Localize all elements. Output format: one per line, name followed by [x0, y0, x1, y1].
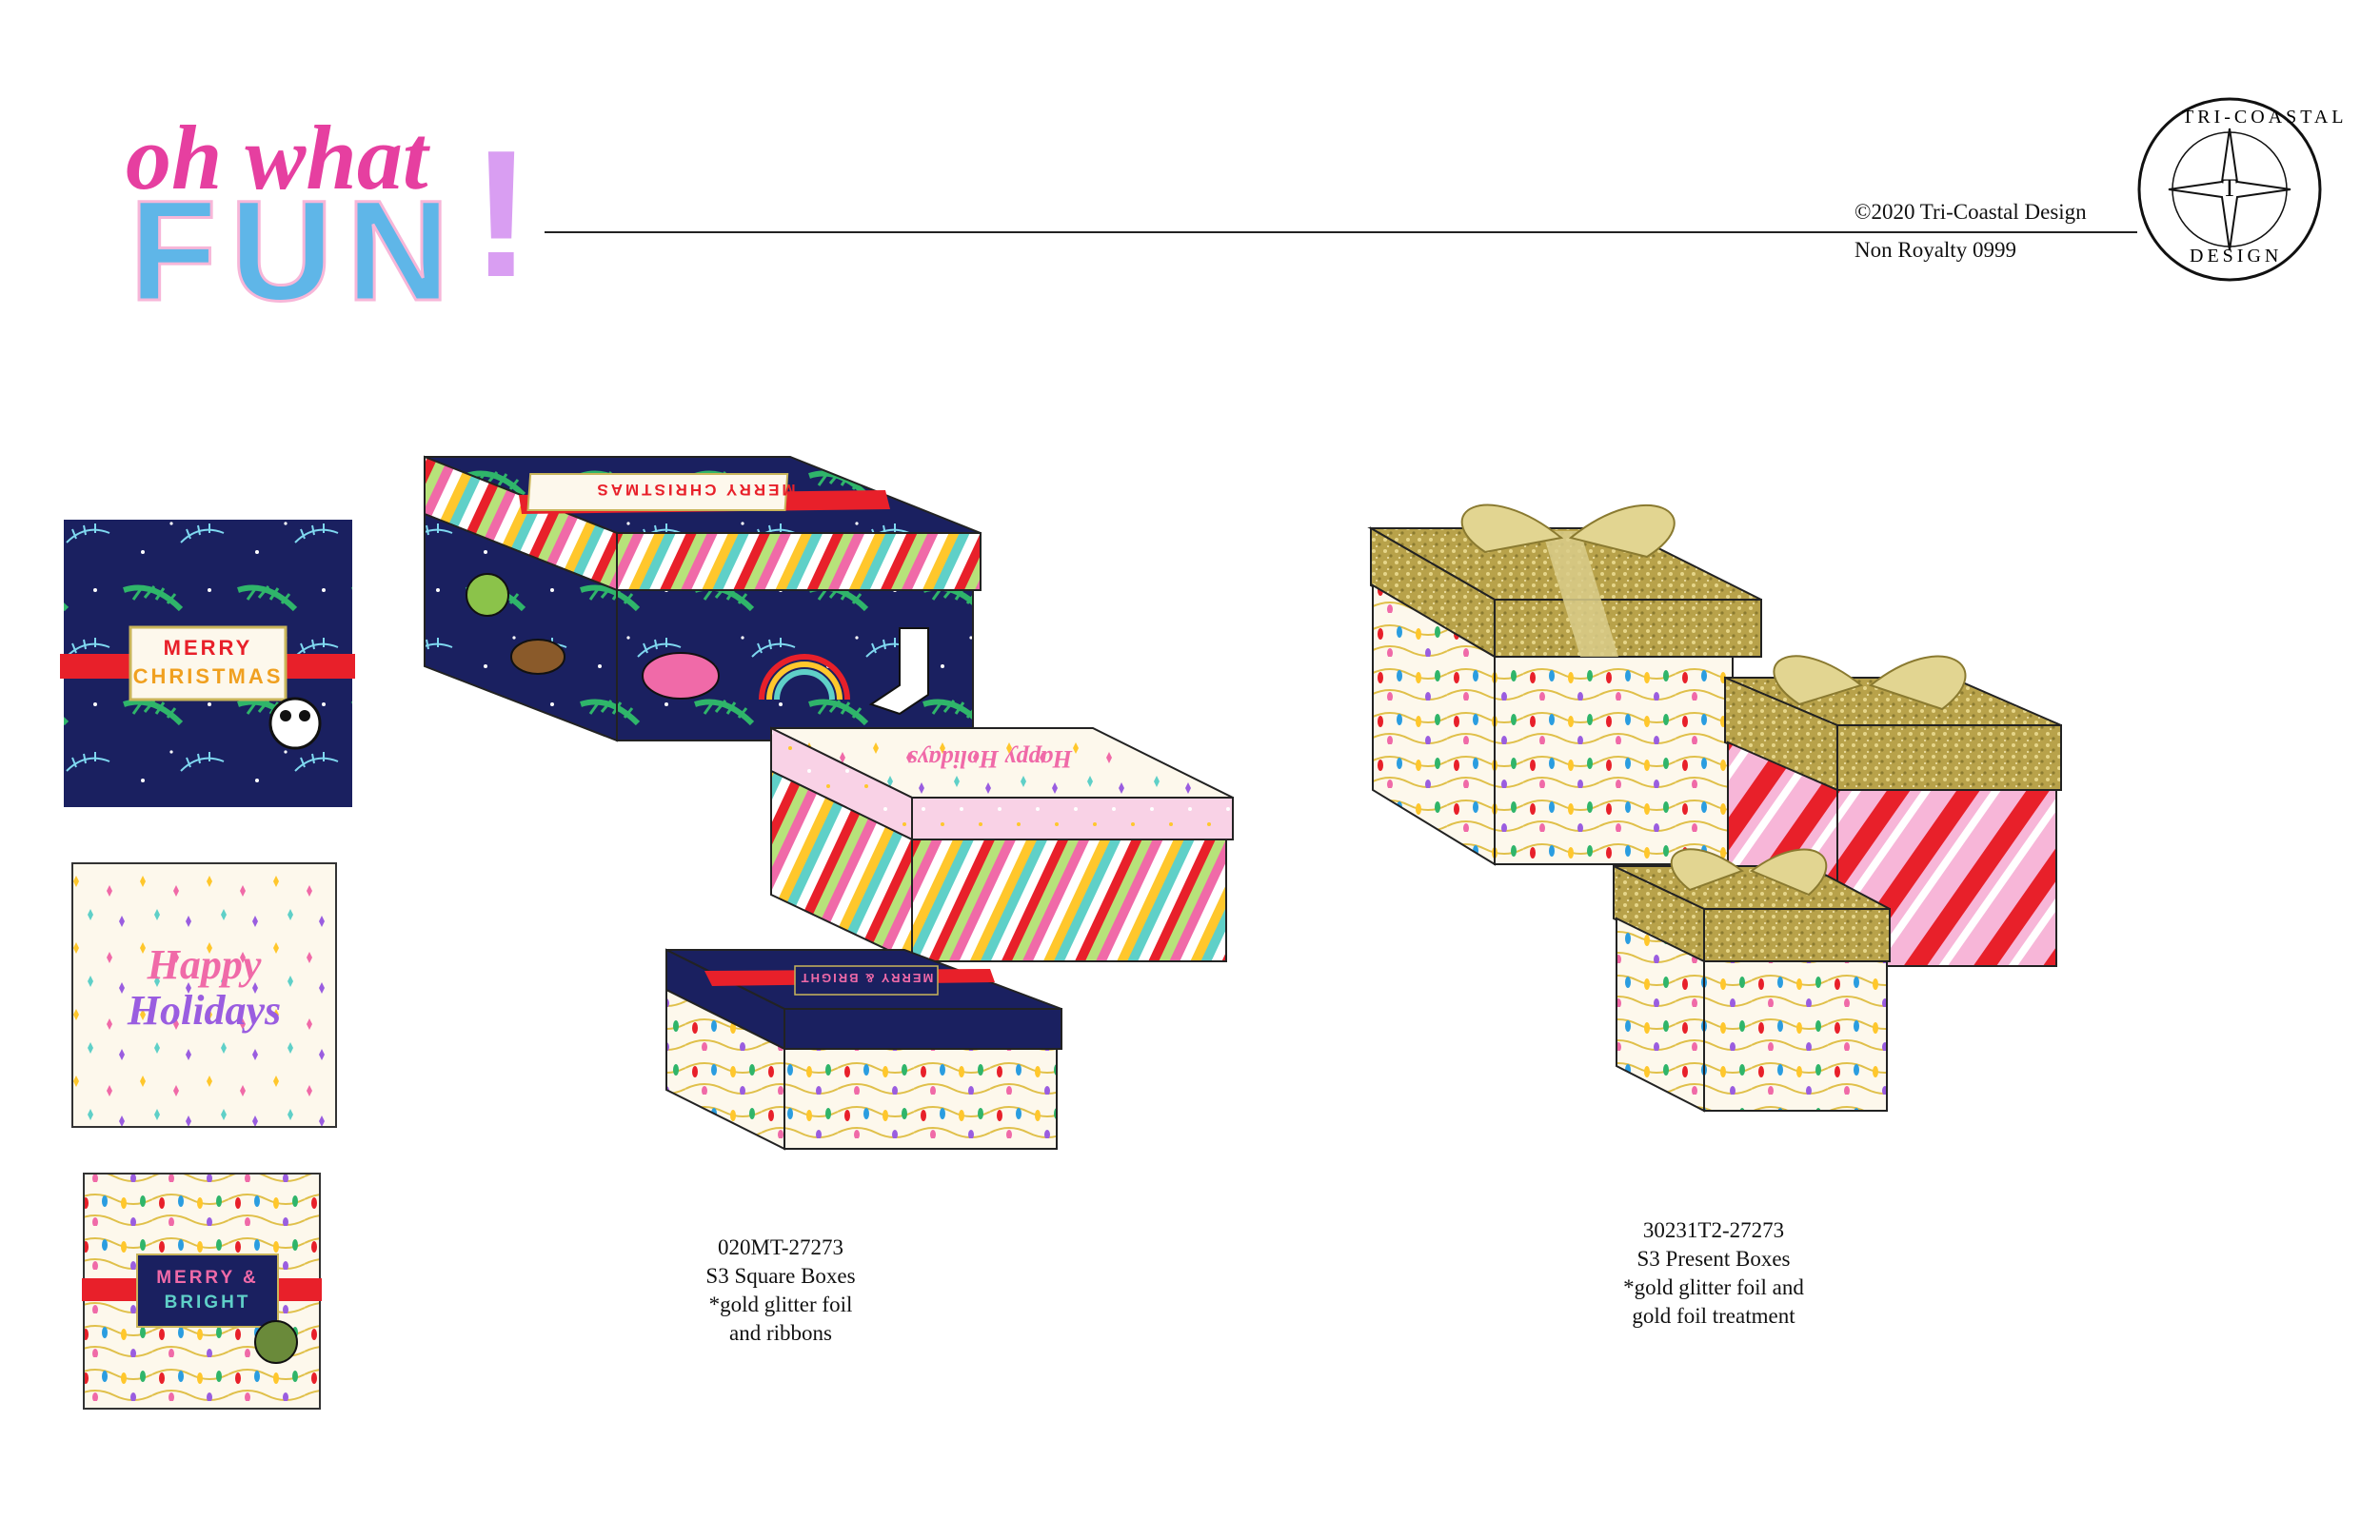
- bow-icon: [1568, 504, 1676, 559]
- caption-square-note1: *gold glitter foil: [708, 1293, 853, 1316]
- smores-ornament-icon: [510, 639, 565, 675]
- caption-square-boxes: 020MT-27273 S3 Square Boxes *gold glitte…: [657, 1234, 904, 1348]
- logo-line2: FUN: [128, 170, 464, 330]
- royalty-text: Non Royalty 0999: [1854, 238, 2016, 262]
- logo-exclaim: !: [471, 113, 545, 315]
- tile-christmas-line2: CHRISTMAS: [132, 664, 284, 688]
- tile-holidays-line2: Holidays: [127, 987, 282, 1034]
- caption-square-note2: and ribbons: [729, 1321, 832, 1345]
- compass-icon: [2168, 128, 2291, 251]
- bow-icon: [1868, 655, 1967, 711]
- square-box-medium-lid-label: Happy Holidays: [907, 745, 1073, 773]
- caption-present-name: S3 Present Boxes: [1636, 1247, 1791, 1271]
- tile-bright-line2: BRIGHT: [164, 1293, 251, 1313]
- square-box-small-lid-label: MERRY & BRIGHT: [799, 971, 934, 985]
- caption-present-note2: gold foil treatment: [1632, 1304, 1795, 1328]
- avocado-ornament-icon: [466, 573, 509, 617]
- tile-christmas-line1: MERRY: [163, 636, 253, 660]
- logo-line1: oh what: [126, 107, 428, 208]
- seal-top-text: TRI-COASTAL: [2182, 107, 2348, 128]
- bow-icon: [1749, 848, 1828, 897]
- caption-present-sku: 30231T2-27273: [1642, 1218, 1785, 1242]
- copyright-text: ©2020 Tri-Coastal Design: [1854, 200, 2087, 224]
- tile-holidays-line1: Happy: [147, 941, 262, 988]
- caption-present-boxes: 30231T2-27273 S3 Present Boxes *gold gli…: [1571, 1216, 1856, 1331]
- seal-bottom-text: DESIGN: [2190, 246, 2283, 267]
- stocking-ornament-icon: [868, 627, 929, 716]
- tile-bright-line1: MERRY &: [156, 1268, 259, 1288]
- seal-logo: [2137, 97, 2322, 282]
- square-box-small: [665, 948, 1062, 1151]
- tile-merry-bright-art: [82, 1173, 322, 1410]
- panda-ornament-icon: [268, 697, 322, 750]
- square-box-large-lid-label: MERRY CHRISTMAS: [594, 481, 796, 499]
- pig-ornament-icon: [642, 652, 720, 700]
- caption-square-name: S3 Square Boxes: [705, 1264, 856, 1288]
- present-box-small: [1613, 848, 1891, 1113]
- rainbow-ornament-icon: [774, 669, 835, 701]
- caption-present-note1: *gold glitter foil and: [1623, 1275, 1804, 1299]
- tile-merry-christmas: MERRY CHRISTMAS: [130, 634, 286, 691]
- square-box-medium: [770, 726, 1234, 963]
- caption-square-sku: 020MT-27273: [717, 1235, 844, 1259]
- tile-merry-christmas-art: [60, 520, 355, 807]
- square-box-large: [424, 455, 982, 742]
- seal-center-text: T: [2222, 174, 2237, 202]
- tile-merry-bright: MERRY & BRIGHT: [137, 1266, 278, 1315]
- tile-happy-holidays-art: [71, 862, 337, 1128]
- tile-happy-holidays: Happy Holidays: [72, 942, 336, 1034]
- avocado-ornament-icon: [254, 1320, 298, 1364]
- present-box-large: [1367, 503, 1762, 866]
